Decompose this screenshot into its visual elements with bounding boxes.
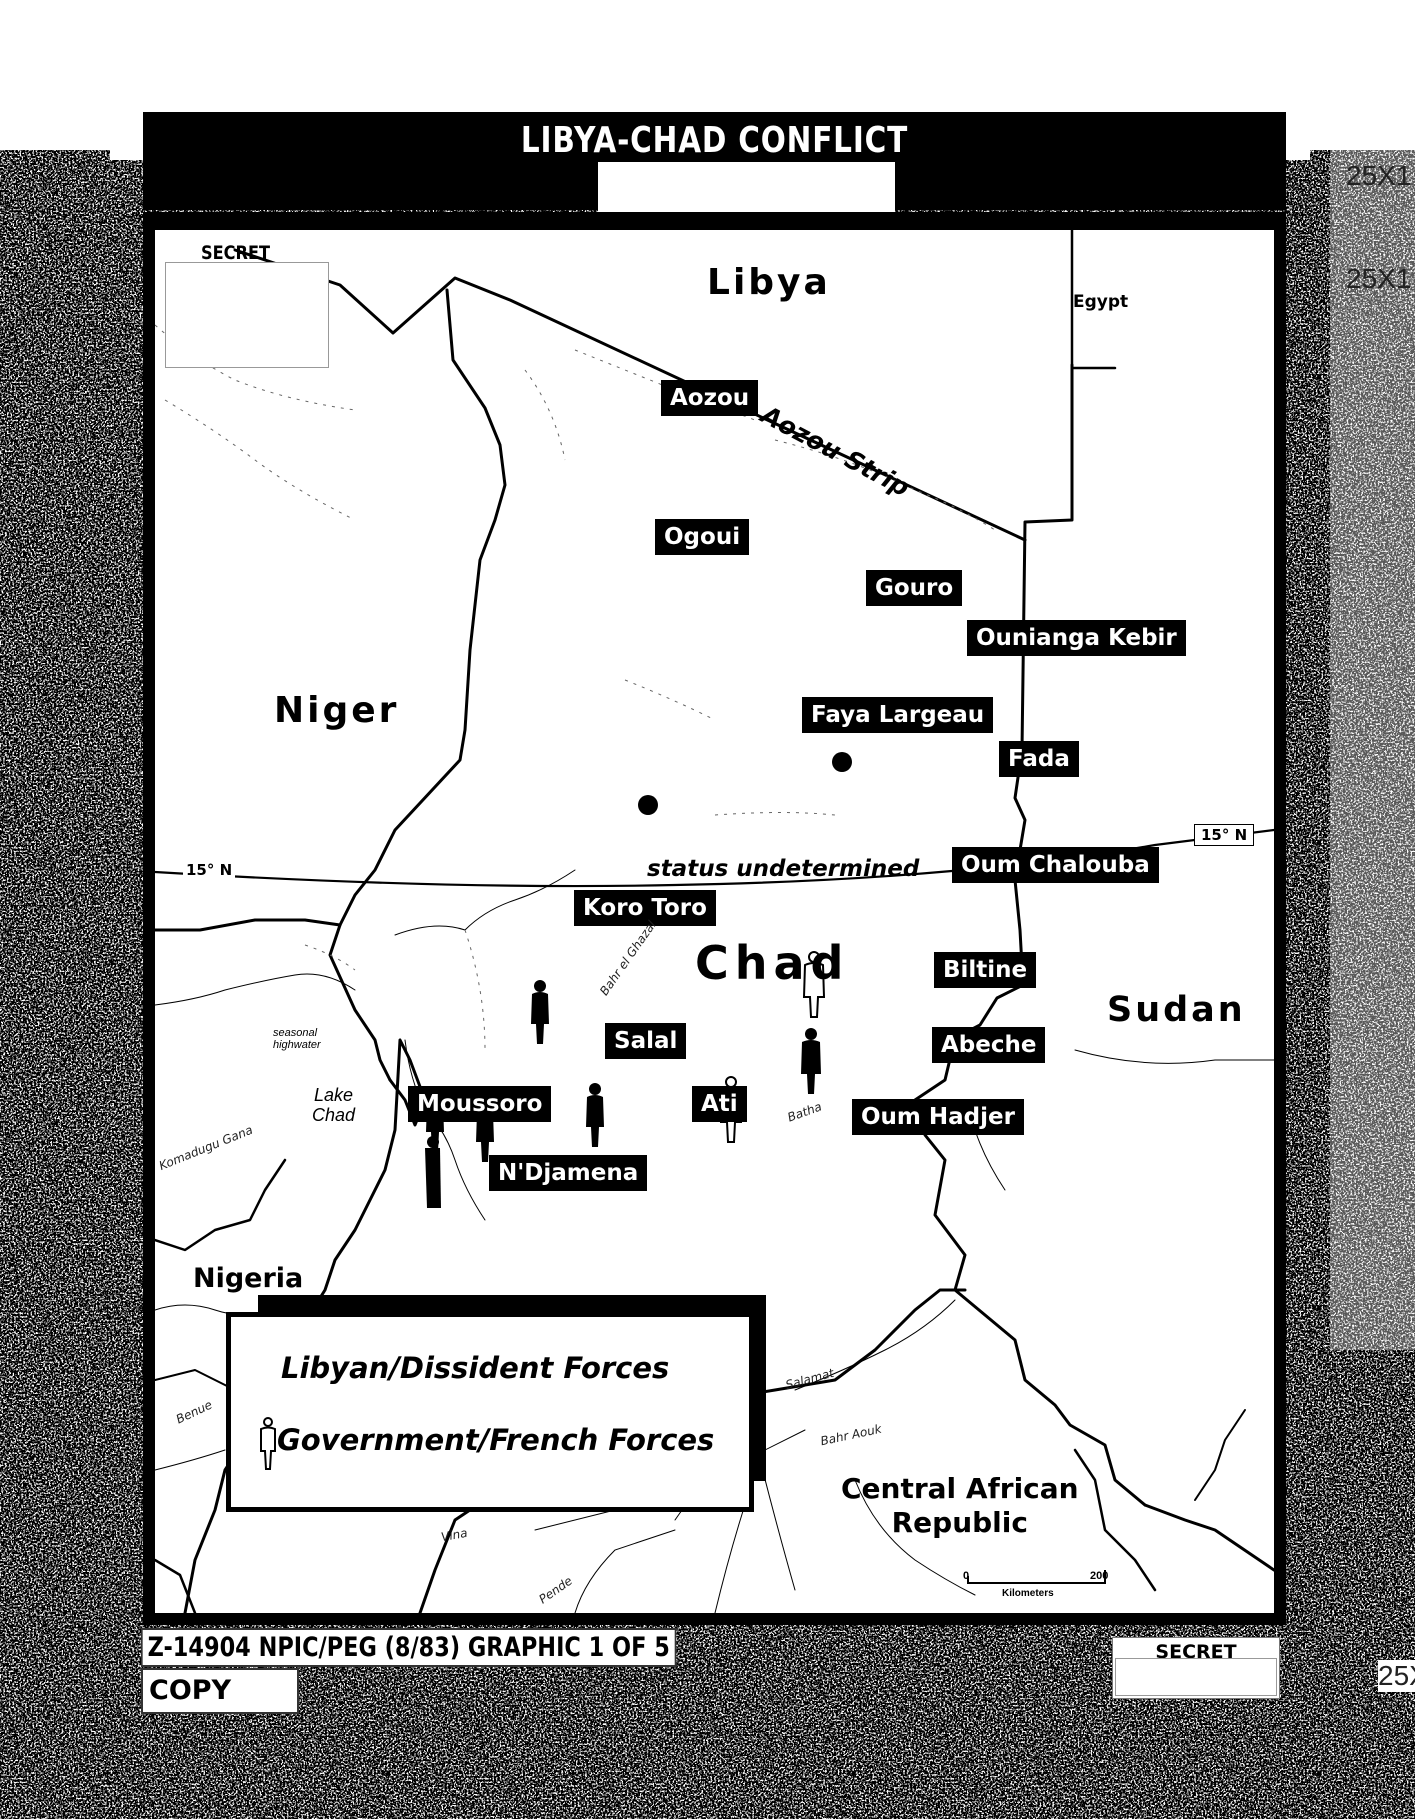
- town-abeche: Abeche: [932, 1027, 1046, 1063]
- country-libya: Libya: [707, 262, 831, 303]
- legend-government-forces: Government/French Forces: [277, 1423, 715, 1457]
- town-oum-chalouba: Oum Chalouba: [952, 847, 1159, 883]
- latitude-label-left: 15° N: [183, 861, 236, 879]
- town-oum-hadjer: Oum Hadjer: [852, 1099, 1024, 1135]
- lake-line-1: Lake: [313, 1085, 354, 1105]
- town-koro-toro: Koro Toro: [574, 890, 716, 926]
- scale-zero: 0: [963, 1570, 970, 1582]
- country-chad: Chad: [695, 936, 850, 990]
- redaction-box: [598, 162, 895, 214]
- town-ndjamena: N'Djamena: [489, 1155, 648, 1191]
- town-salal: Salal: [605, 1023, 687, 1059]
- car-line-2: Republic: [891, 1506, 1028, 1539]
- country-niger: Niger: [274, 690, 400, 731]
- latitude-label-right: 15° N: [1194, 824, 1255, 846]
- margin-code-1: 25X1: [1346, 160, 1412, 191]
- town-gouro: Gouro: [866, 570, 963, 606]
- town-fada: Fada: [999, 741, 1079, 777]
- town-ati: Ati: [692, 1086, 747, 1122]
- town-moussoro: Moussoro: [408, 1086, 552, 1122]
- seasonal-highwater-label: seasonal highwater: [273, 1027, 321, 1051]
- title-bar: LIBYA-CHAD CONFLICT: [143, 112, 1286, 214]
- map-title: LIBYA-CHAD CONFLICT: [520, 120, 909, 161]
- town-ogoui: Ogoui: [655, 519, 750, 555]
- scale-unit: Kilometers: [1002, 1588, 1054, 1599]
- footer-copy-label: COPY: [141, 1668, 299, 1714]
- seasonal-line-2: highwater: [273, 1039, 321, 1051]
- ndjamena-marker: [425, 1136, 441, 1208]
- town-ounianga-kebir: Ounianga Kebir: [967, 620, 1186, 656]
- legend-box: Libyan/Dissident Forces Government/Frenc…: [226, 1312, 754, 1512]
- car-line-1: Central African: [841, 1472, 1079, 1505]
- classification-top: SECRET: [201, 242, 271, 264]
- seasonal-line-1: seasonal: [273, 1027, 318, 1039]
- status-undetermined-note: status undetermined: [647, 856, 920, 882]
- town-biltine: Biltine: [934, 952, 1037, 988]
- margin-code-3: 25X: [1378, 1660, 1415, 1692]
- force-markers: [426, 980, 821, 1162]
- country-nigeria: Nigeria: [193, 1263, 304, 1294]
- town-aozou: Aozou: [661, 380, 759, 416]
- redaction-box-bottom: [1115, 1658, 1277, 1696]
- redaction-box-top: [165, 262, 329, 368]
- footer-graphic-code: Z-14904 NPIC/PEG (8/83) GRAPHIC 1 OF 5: [141, 1628, 677, 1667]
- classification-bottom: SECRET: [1155, 1641, 1237, 1663]
- classification-bottom-box: SECRET: [1112, 1637, 1280, 1699]
- town-faya-largeau: Faya Largeau: [802, 697, 994, 733]
- legend-libyan-forces: Libyan/Dissident Forces: [281, 1351, 670, 1385]
- country-car: Central African Republic: [841, 1472, 1079, 1540]
- margin-code-2: 25X1: [1346, 263, 1412, 294]
- lake-chad-label: Lake Chad: [312, 1085, 355, 1125]
- country-egypt: Egypt: [1073, 292, 1129, 312]
- scale-max: 200: [1090, 1570, 1109, 1582]
- legend-government-figure-icon: [260, 1417, 276, 1470]
- country-sudan: Sudan: [1107, 990, 1246, 1030]
- lake-line-2: Chad: [312, 1105, 356, 1125]
